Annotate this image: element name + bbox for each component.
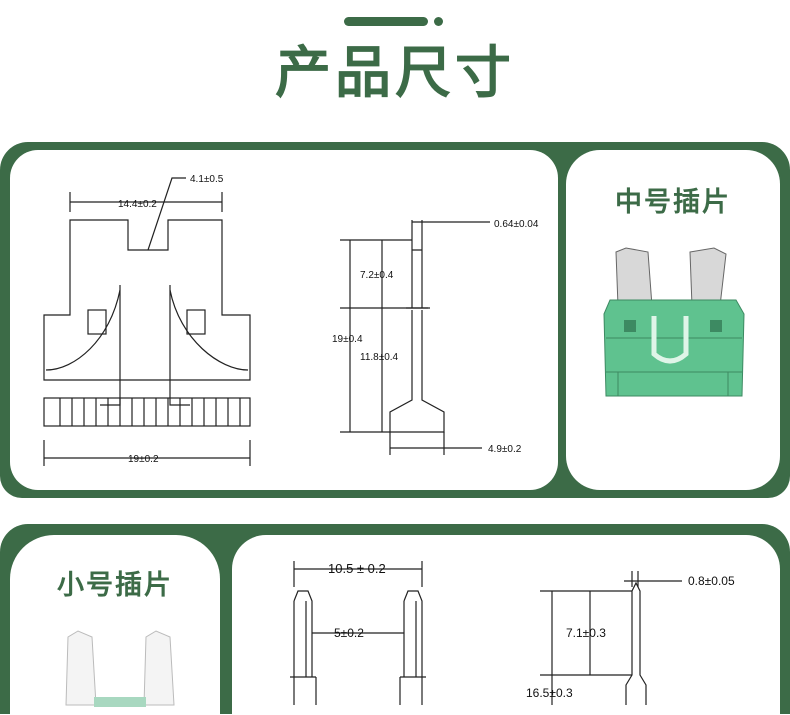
dim-small-width: 10.5 ± 0.2 bbox=[328, 561, 386, 576]
dim-small-blade-gap: 5±0.2 bbox=[334, 626, 364, 640]
medium-fuse-label: 中号插片 bbox=[615, 187, 731, 218]
dim-thickness: 0.64±0.04 bbox=[494, 219, 539, 230]
small-fuse-image bbox=[65, 630, 175, 707]
dim-small-thickness: 0.8±0.05 bbox=[688, 574, 735, 588]
dim-foot-width: 4.9±0.2 bbox=[488, 444, 522, 455]
dim-lower-height: 11.8±0.4 bbox=[360, 352, 399, 363]
medium-fuse-drawing-panel: 14.4±0.2 4.1±0.5 19±0.2 0.64±0.04 7.2±0.… bbox=[10, 150, 558, 490]
small-fuse-drawing-panel: 10.5 ± 0.2 5±0.2 0.8±0.05 7.1±0.3 16.5±0… bbox=[232, 535, 780, 715]
dim-base-width: 19±0.2 bbox=[128, 454, 159, 465]
medium-fuse-photo-panel: 中号插片 bbox=[566, 150, 780, 490]
dim-top-width: 14.4±0.2 bbox=[118, 199, 157, 210]
small-fuse-drawing: 10.5 ± 0.2 5±0.2 0.8±0.05 7.1±0.3 16.5±0… bbox=[290, 561, 735, 705]
small-fuse-label: 小号插片 bbox=[57, 570, 173, 601]
title-accent-bar bbox=[344, 17, 428, 26]
medium-fuse-drawing: 14.4±0.2 4.1±0.5 19±0.2 0.64±0.04 7.2±0.… bbox=[43, 174, 539, 466]
dim-total-height: 19±0.4 bbox=[332, 334, 363, 345]
title-accent-dot bbox=[434, 17, 443, 26]
page-title: 产品尺寸 bbox=[275, 41, 515, 106]
small-fuse-photo-panel: 小号插片 bbox=[10, 535, 220, 715]
dim-small-upper-height: 7.1±0.3 bbox=[566, 626, 606, 640]
dim-upper-height: 7.2±0.4 bbox=[360, 270, 394, 281]
dim-center-tab: 4.1±0.5 bbox=[190, 174, 224, 185]
dim-small-total-height: 16.5±0.3 bbox=[526, 686, 573, 700]
medium-fuse-image bbox=[603, 247, 745, 397]
